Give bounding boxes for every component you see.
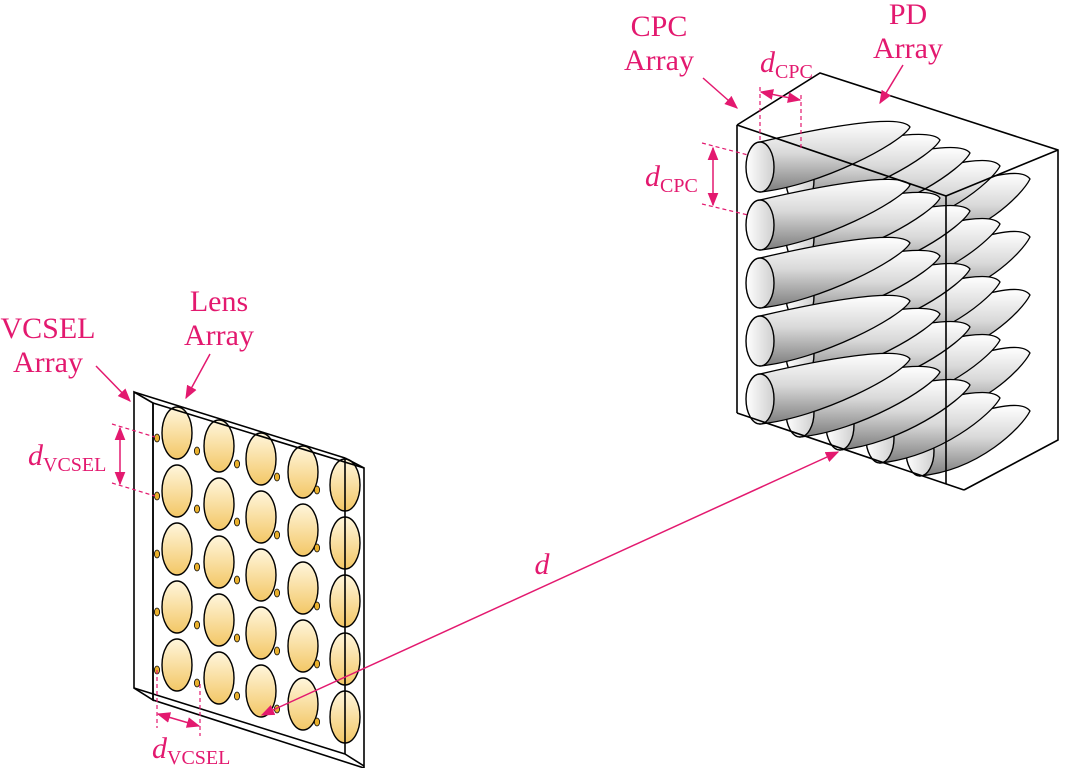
pd-array-label-line1: PD (889, 0, 927, 31)
vcsel-emitter (153, 433, 160, 443)
vcsel-emitter (153, 491, 160, 501)
left-box-bottom-edge (133, 687, 346, 755)
vcsel-pitch-vertical-symbol: d (28, 439, 44, 472)
vcsel-pitch-horizontal (156, 670, 201, 736)
vcsel-emitter (233, 633, 240, 643)
cpc-pitch-horizontal-subscript: CPC (775, 61, 813, 83)
vcsel-emitter (313, 485, 320, 495)
vcsel-emitter (313, 543, 320, 553)
vcsel-emitter (313, 717, 320, 727)
distance-label: d (535, 548, 551, 581)
cpc-pitch-horizontal (759, 87, 802, 150)
vcsel-emitter (193, 620, 200, 630)
cpc-aperture (745, 257, 775, 309)
lens (245, 606, 277, 660)
lens (161, 638, 193, 692)
vcsel-emitter (233, 459, 240, 469)
vcsel-pitch-vertical-subscript: VCSEL (43, 454, 106, 476)
cpc-pitch-horizontal-symbol: d (760, 46, 776, 79)
lens (203, 535, 235, 589)
lens (287, 677, 319, 731)
left-box-top-edge (133, 391, 346, 459)
lens (245, 664, 277, 718)
vcsel-emitter (313, 601, 320, 611)
vcsel-emitter (273, 472, 280, 482)
right-box-edges (736, 72, 1059, 491)
vcsel-array-label-line1: VCSEL (0, 312, 95, 345)
lens-array-leader (185, 353, 211, 400)
cpc-pitch-vertical-label: dCPC (645, 160, 698, 197)
cpc-pitch-vertical (701, 142, 749, 216)
vcsel-pitch-horizontal-label: dVCSEL (152, 732, 230, 768)
vcsel-emitter (273, 646, 280, 656)
lens (245, 548, 277, 602)
lens (287, 619, 319, 673)
lens (161, 464, 193, 518)
vcsel-pitch-vertical (111, 423, 156, 497)
vcsel-emitter (193, 446, 200, 456)
cpc-aperture (745, 199, 775, 251)
vcsel-emitter (313, 659, 320, 669)
lens (287, 561, 319, 615)
lens (245, 490, 277, 544)
lens (245, 432, 277, 486)
vcsel-emitter (233, 575, 240, 585)
lens (161, 580, 193, 634)
cpc-cone (759, 352, 911, 425)
vcsel-emitter (273, 588, 280, 598)
pd-array-leader (879, 64, 904, 105)
vcsel-array-leader (95, 365, 131, 402)
cpc-cone (759, 120, 911, 193)
left-box-front (152, 401, 365, 768)
lens (161, 522, 193, 576)
vcsel-pitch-horizontal-subscript: VCSEL (167, 747, 230, 768)
vcsel-emitter (273, 530, 280, 540)
vcsel-emitter (193, 678, 200, 688)
cpc-cone (759, 178, 911, 251)
lens (287, 503, 319, 557)
cpc-cone (759, 294, 911, 367)
cpc-cone (759, 236, 911, 309)
cpc-aperture (745, 373, 775, 425)
cpc-aperture (745, 141, 775, 193)
vcsel-emitter (153, 607, 160, 617)
vcsel-emitter (233, 691, 240, 701)
vcsel-array-label-line2: Array (13, 346, 83, 379)
vcsel-pitch-horizontal-symbol: d (152, 732, 168, 765)
cpc-pitch-vertical-subscript: CPC (660, 175, 698, 197)
lens (203, 593, 235, 647)
pd-array-label-line2: Array (873, 32, 943, 65)
cpc-aperture (745, 315, 775, 367)
vcsel-emitter (153, 549, 160, 559)
cpc-pitch-vertical-symbol: d (645, 160, 661, 193)
lens (161, 406, 193, 460)
distance-arrow (260, 451, 840, 716)
left-box-back (133, 390, 154, 702)
vcsel-emitter (193, 562, 200, 572)
cpc-pd-assembly (736, 72, 1059, 491)
lens-array-label-line2: Array (184, 319, 254, 352)
cpc-array-leader (702, 77, 739, 109)
vcsel-lens-assembly (133, 390, 365, 768)
lens-array-label-line1: Lens (190, 285, 248, 318)
cpc-pitch-horizontal-label: dCPC (760, 46, 813, 83)
vcsel-emitter (233, 517, 240, 527)
vcsel-pitch-vertical-label: dVCSEL (28, 439, 106, 476)
lens (203, 477, 235, 531)
lens (203, 651, 235, 705)
cpc-array-label-line1: CPC (631, 10, 688, 43)
lens (287, 445, 319, 499)
left-box-bottom-right-edge (344, 753, 365, 767)
cpc-array (745, 120, 1031, 477)
cpc-array-label-line2: Array (624, 44, 694, 77)
vcsel-emitter (193, 504, 200, 514)
lens (203, 419, 235, 473)
